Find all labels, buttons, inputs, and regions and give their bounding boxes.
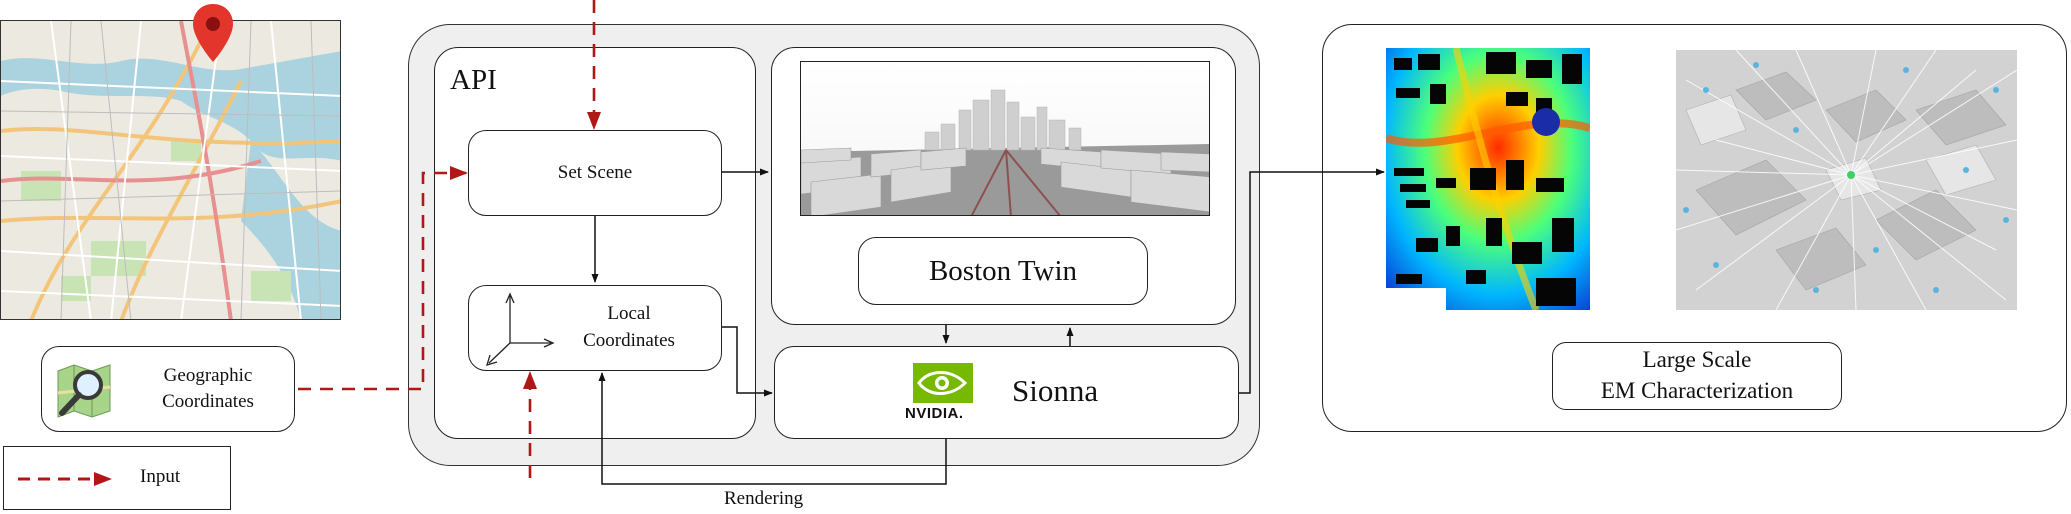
map-magnifier-icon — [52, 357, 118, 423]
legend-dashed-arrow — [16, 469, 116, 489]
geographic-line1: Geographic — [163, 365, 253, 386]
legend-input-label: Input — [140, 466, 181, 487]
local-coordinates-line2: Coordinates — [583, 330, 675, 351]
boston-twin-label-box: Boston Twin — [858, 237, 1148, 305]
axes-icon — [485, 291, 555, 367]
map-pin-icon — [190, 2, 236, 64]
city-render-image — [800, 61, 1210, 216]
em-line1: Large Scale — [1642, 347, 1752, 372]
sionna-label: Sionna — [1012, 373, 1099, 408]
local-coordinates-line1: Local — [607, 303, 651, 324]
api-panel: API — [434, 47, 756, 439]
coverage-heatmap-image — [1386, 48, 1590, 310]
geographic-line2: Coordinates — [162, 391, 254, 412]
set-scene-box: Set Scene — [468, 130, 722, 216]
rendering-label: Rendering — [724, 488, 804, 509]
sionna-panel: NVIDIA. Sionna — [774, 346, 1239, 439]
em-line2: EM Characterization — [1600, 378, 1794, 403]
local-coordinates-box: Local Coordinates — [468, 285, 722, 371]
nvidia-label: NVIDIA. — [905, 405, 964, 422]
boston-twin-label: Boston Twin — [928, 254, 1078, 287]
api-label: API — [450, 64, 497, 96]
em-label-box: Large Scale EM Characterization — [1552, 342, 1842, 410]
city-map-image — [0, 20, 341, 320]
legend-box: Input — [3, 446, 231, 510]
ray-tracing-image — [1676, 50, 2017, 310]
geographic-coordinates-box: Geographic Coordinates — [41, 346, 295, 432]
set-scene-label: Set Scene — [557, 162, 633, 183]
